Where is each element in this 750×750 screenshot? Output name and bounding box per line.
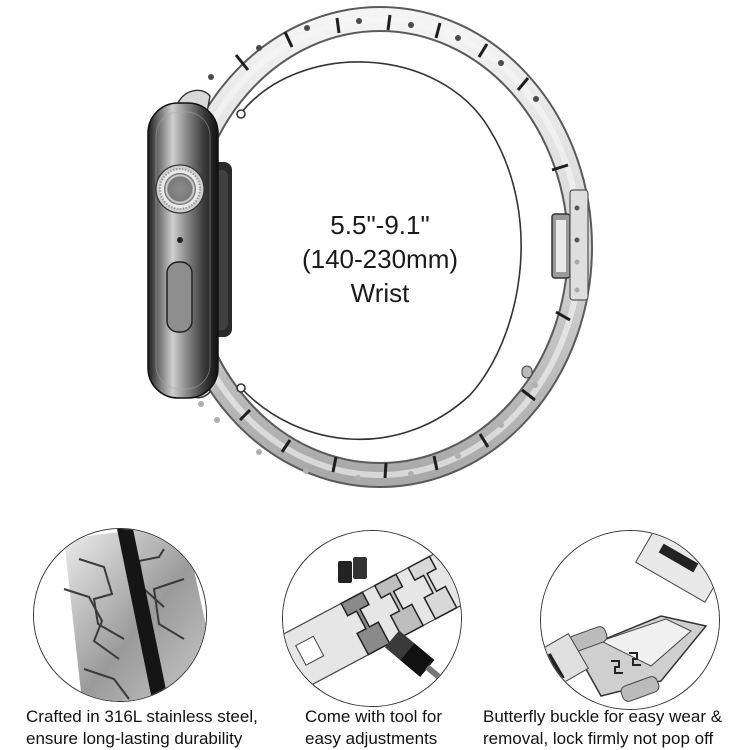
caption-line-2: removal, lock firmly not pop off xyxy=(483,729,714,748)
caption-line-2: ensure long-lasting durability xyxy=(26,729,243,748)
feature-caption: Butterfly buckle for easy wear & removal… xyxy=(483,706,722,750)
caption-line-1: Butterfly buckle for easy wear & xyxy=(483,707,723,726)
caption-line-1: Come with tool for xyxy=(305,707,442,726)
link-separators xyxy=(234,14,571,479)
side-button-icon xyxy=(166,261,193,333)
circumference-arc-icon xyxy=(236,61,522,441)
caption-line-2: easy adjustments xyxy=(305,729,438,748)
feature-tool: Come with tool for easy adjustments xyxy=(280,520,480,750)
butterfly-clasp-icon xyxy=(521,189,589,379)
link-band-icon xyxy=(147,6,593,488)
microphone-hole xyxy=(177,237,183,243)
digital-crown-icon xyxy=(155,164,205,214)
feature-caption: Crafted in 316L stainless steel, ensure … xyxy=(26,706,258,750)
band-size-diagram: 5.5"-9.1" (140-230mm) Wrist xyxy=(147,6,593,488)
link-pins-lower xyxy=(198,382,538,481)
butterfly-buckle-icon xyxy=(540,530,720,710)
feature-buckle: Butterfly buckle for easy wear & removal… xyxy=(470,520,750,750)
caption-line-1: Crafted in 316L stainless steel, xyxy=(26,707,258,726)
feature-caption: Come with tool for easy adjustments xyxy=(305,706,442,750)
wrist-size-label: 5.5"-9.1" (140-230mm) Wrist xyxy=(255,208,505,310)
steel-links-closeup-icon xyxy=(33,528,207,702)
size-inches: 5.5"-9.1" xyxy=(330,210,430,240)
size-unit: Wrist xyxy=(350,278,410,308)
feature-steel: Crafted in 316L stainless steel, ensure … xyxy=(0,520,280,750)
size-millimeters: (140-230mm) xyxy=(301,244,459,274)
link-removal-tool-icon xyxy=(282,530,462,707)
